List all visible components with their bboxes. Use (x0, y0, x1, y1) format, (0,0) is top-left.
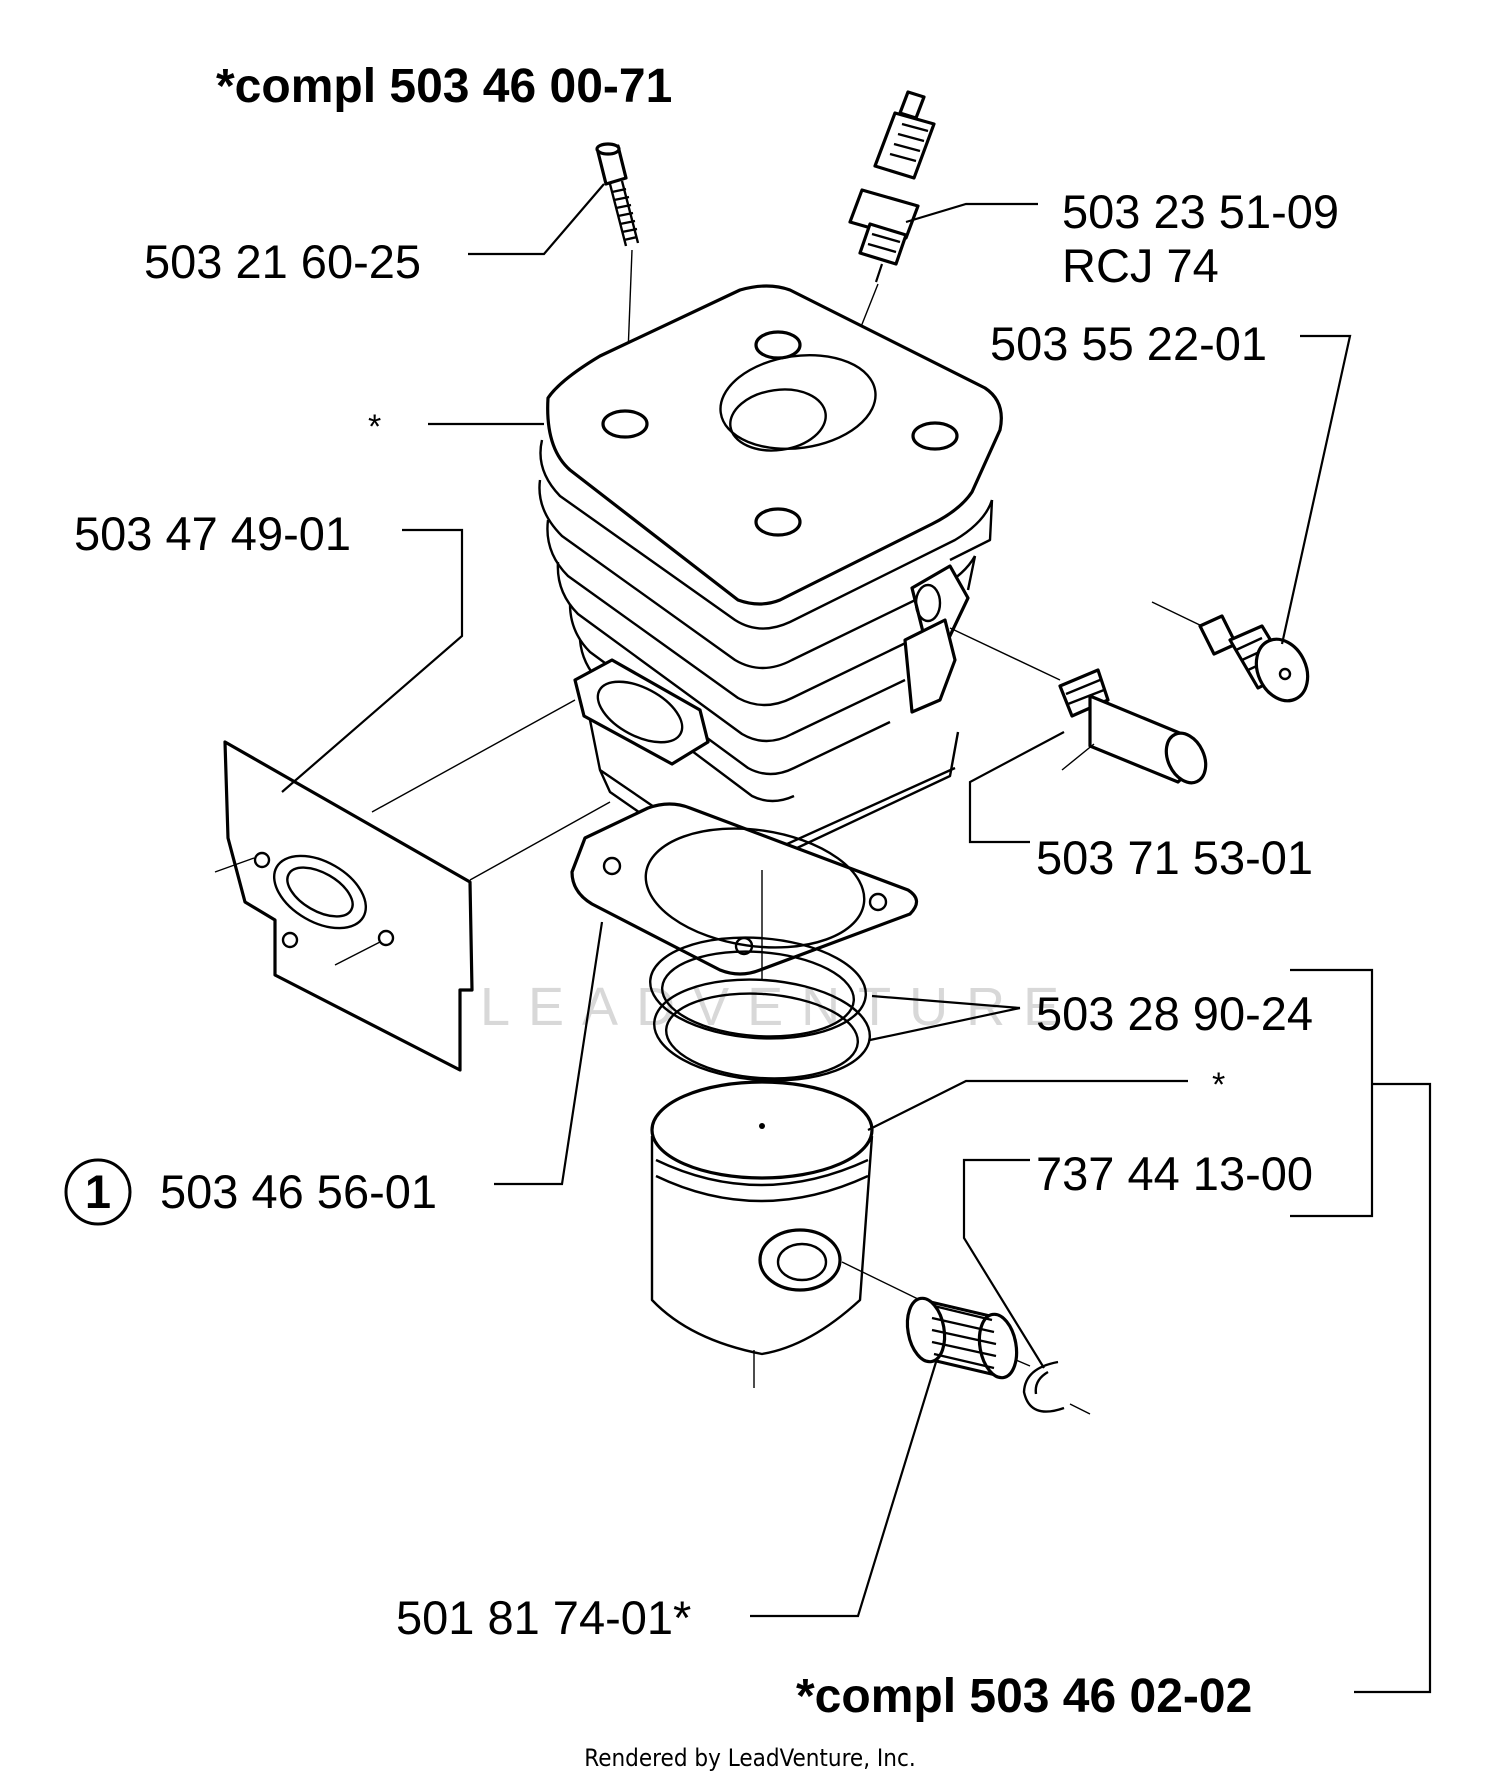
screw-drawing (595, 142, 640, 406)
cylinder-marker: * (368, 408, 381, 446)
fitting-axis-line (949, 627, 1061, 681)
footer-credit: Rendered by LeadVenture, Inc. (584, 1744, 915, 1772)
retaining-ring-drawing (1022, 1360, 1091, 1415)
callout-number: 1 (85, 1165, 111, 1218)
base-gasket-part-number: 503 46 56-01 (160, 1165, 437, 1218)
spark-plug-part-number: 503 23 51-09 (1062, 185, 1339, 238)
needle-bearing-drawing (841, 1261, 1031, 1380)
kit-bottom-label: *compl 503 46 02-02 (796, 1670, 1252, 1723)
watermark-text: LEADVENTURE (480, 977, 1077, 1037)
valve-axis-line (1151, 601, 1207, 629)
piston-drawing (650, 1080, 874, 1388)
piston-rings-drawing (649, 870, 871, 1082)
cylinder-drawing (538, 284, 1003, 874)
base-gasket-callout: 1 (64, 1158, 132, 1226)
valve-fitting-part-number: 503 71 53-01 (1036, 831, 1313, 884)
piston-marker: * (1212, 1066, 1225, 1104)
screw-part-number: 503 21 60-25 (144, 235, 421, 288)
kit-top-label: *compl 503 46 00-71 (216, 60, 672, 113)
piston-rings-part-number: 503 28 90-24 (1036, 987, 1313, 1040)
decompression-valve-drawing (1151, 601, 1310, 703)
valve-fitting-drawing (949, 627, 1208, 785)
retaining-ring-part-number: 737 44 13-00 (1036, 1147, 1313, 1200)
spark-plug-type: RCJ 74 (1062, 239, 1219, 292)
intake-gasket-part-number: 503 47 49-01 (74, 507, 351, 560)
needle-bearing-part-number: 501 81 74-01* (396, 1591, 691, 1644)
base-gasket-drawing (570, 802, 919, 976)
decompression-valve-part-number: 503 55 22-01 (990, 317, 1267, 370)
callout-circle (64, 1158, 132, 1226)
intake-gasket-drawing (214, 699, 611, 1072)
leader-lines (281, 183, 1432, 1694)
spark-plug-drawing (819, 90, 936, 431)
